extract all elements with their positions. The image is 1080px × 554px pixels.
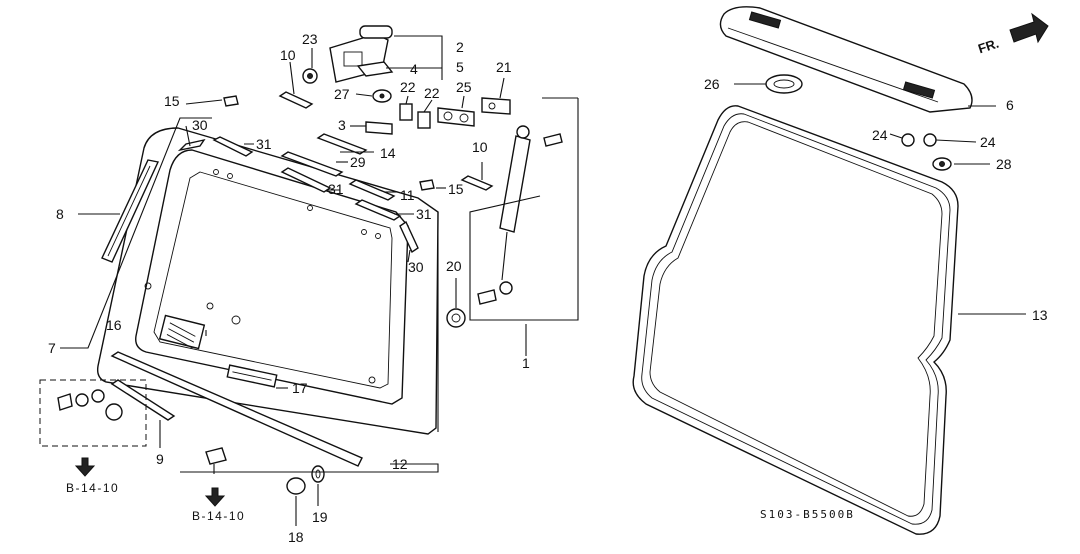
front-direction-arrow — [1009, 12, 1049, 44]
seal-26 — [765, 74, 803, 94]
callout-4: 4 — [410, 61, 418, 77]
callout-14: 14 — [380, 145, 396, 161]
callout-24b: 24 — [980, 134, 996, 150]
leader-lines — [60, 35, 1026, 526]
ref-arrow-mid — [204, 487, 226, 507]
callout-22a: 22 — [400, 79, 416, 95]
callout-17: 17 — [292, 380, 308, 396]
callout-15b: 15 — [448, 181, 464, 197]
side-molding — [101, 159, 160, 263]
callout-5: 5 — [456, 59, 464, 75]
weatherstrip — [632, 105, 959, 535]
strip-10b — [460, 175, 494, 191]
optional-kit-box — [39, 379, 147, 447]
callout-1: 1 — [522, 355, 530, 371]
nut-27 — [372, 89, 392, 103]
callout-18: 18 — [288, 529, 304, 545]
callout-22b: 22 — [424, 85, 440, 101]
strut-bracket-25 — [437, 107, 475, 127]
clip-15a — [223, 95, 239, 107]
ref-arrow-left — [74, 457, 96, 477]
callout-9: 9 — [156, 451, 164, 467]
callout-12: 12 — [392, 456, 408, 472]
callout-13: 13 — [1032, 307, 1048, 323]
callout-11: 11 — [400, 187, 415, 203]
bracket-22b — [417, 111, 431, 129]
callout-7: 7 — [48, 340, 56, 356]
tailgate-glass-assembly — [96, 127, 439, 435]
callout-26: 26 — [704, 76, 720, 92]
callout-16: 16 — [106, 317, 122, 333]
callout-27: 27 — [334, 86, 350, 102]
clip-15b — [419, 179, 435, 191]
callout-31c: 31 — [416, 206, 432, 222]
callout-31b: 31 — [328, 181, 344, 197]
strut-bracket-21 — [481, 97, 511, 115]
washer-19 — [311, 465, 325, 483]
clip-bottom — [205, 447, 227, 474]
callout-10a: 10 — [280, 47, 296, 63]
callout-10b: 10 — [472, 139, 488, 155]
cap-18 — [286, 477, 306, 495]
callout-8: 8 — [56, 206, 64, 222]
callout-2: 2 — [456, 39, 464, 55]
nut-28 — [932, 157, 952, 171]
callout-15a: 15 — [164, 93, 180, 109]
upper-strips — [177, 133, 419, 254]
callout-6: 6 — [1006, 97, 1014, 113]
emblem-17 — [226, 364, 278, 388]
strip-10a — [278, 91, 314, 109]
callout-29: 29 — [350, 154, 366, 170]
callout-28: 28 — [996, 156, 1012, 172]
callout-24a: 24 — [872, 127, 888, 143]
callout-31a: 31 — [256, 136, 272, 152]
reference-mid: B-14-10 — [192, 509, 245, 523]
callout-25: 25 — [456, 79, 472, 95]
tailgate-hinge — [329, 25, 394, 83]
lower-garnish — [110, 351, 363, 467]
callout-20: 20 — [446, 258, 462, 274]
lower-strip — [110, 379, 176, 421]
emblem-16 — [158, 314, 206, 350]
clip-24b — [923, 133, 937, 147]
callout-30b: 30 — [408, 259, 424, 275]
callout-3: 3 — [338, 117, 346, 133]
lock-knob-set — [57, 389, 123, 421]
callout-30a: 30 — [192, 117, 208, 133]
bracket-22a — [399, 103, 413, 121]
clip-24a — [901, 133, 915, 147]
diagram-code: S103-B5500B — [760, 508, 855, 521]
callout-23: 23 — [302, 31, 318, 47]
grommet-20 — [446, 308, 466, 328]
reference-left: B-14-10 — [66, 481, 119, 495]
callout-21: 21 — [496, 59, 512, 75]
gas-strut — [477, 125, 563, 305]
callout-numbers: 1 2 3 4 5 6 7 8 9 10 10 11 12 13 14 15 1… — [48, 31, 1048, 545]
plate-3 — [365, 121, 393, 135]
nut-23 — [302, 68, 318, 84]
callout-19: 19 — [312, 509, 328, 525]
front-direction-label: FR. — [976, 36, 1001, 57]
spoiler — [719, 6, 973, 113]
